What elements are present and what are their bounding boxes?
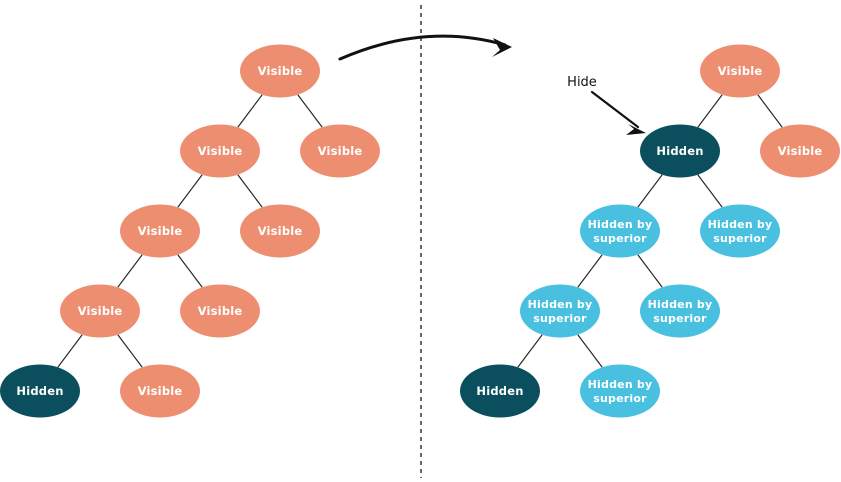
tree-edge [57, 334, 83, 368]
node-label: Hidden [16, 384, 63, 398]
node-label-line: Hidden by [648, 298, 713, 311]
tree-edge [637, 254, 663, 288]
node-ellipse[interactable] [700, 204, 780, 258]
transition-arrow-curve [338, 34, 507, 61]
node-ellipse[interactable] [180, 124, 260, 178]
node-label: Visible [318, 144, 363, 158]
tree-node-hidden[interactable]: Hidden [460, 364, 540, 418]
node-ellipse[interactable] [240, 44, 320, 98]
node-label-line: Hidden by [708, 218, 773, 231]
node-ellipse[interactable] [180, 284, 260, 338]
tree-node-visible[interactable]: Visible [240, 44, 320, 98]
transition-arrow-head [492, 38, 512, 57]
tree-edge [577, 254, 603, 288]
hide-annotation: Hide [567, 75, 646, 135]
tree-edge [237, 94, 263, 128]
node-label: Visible [258, 64, 303, 78]
transition-arrow [338, 34, 512, 61]
node-ellipse[interactable] [640, 284, 720, 338]
tree-edge [237, 174, 263, 208]
tree-edge [757, 94, 783, 128]
node-ellipse[interactable] [760, 124, 840, 178]
tree-edge [297, 94, 323, 128]
tree-edge [577, 334, 603, 368]
node-label: Hidden [476, 384, 523, 398]
tree-node-visible[interactable]: Visible [120, 204, 200, 258]
node-label-line: Hidden by [588, 378, 653, 391]
node-label: Visible [198, 304, 243, 318]
tree-edge [177, 254, 203, 288]
node-ellipse[interactable] [120, 364, 200, 418]
node-ellipse[interactable] [460, 364, 540, 418]
node-label: Visible [198, 144, 243, 158]
tree-edge [177, 174, 203, 208]
node-ellipse[interactable] [580, 364, 660, 418]
tree-node-hidden[interactable]: Hidden [640, 124, 720, 178]
tree-edge [117, 254, 143, 288]
tree-edge [697, 94, 723, 128]
tree-node-visible[interactable]: Visible [120, 364, 200, 418]
node-label: Visible [138, 384, 183, 398]
node-ellipse[interactable] [300, 124, 380, 178]
node-ellipse[interactable] [240, 204, 320, 258]
hide-arrow-line [590, 90, 640, 129]
tree-node-visible[interactable]: Visible [60, 284, 140, 338]
node-label: Visible [258, 224, 303, 238]
node-ellipse[interactable] [0, 364, 80, 418]
tree-node-hidden[interactable]: Hidden [0, 364, 80, 418]
node-label-line: superior [653, 312, 707, 325]
node-label-line: superior [593, 232, 647, 245]
tree-node-visible[interactable]: Visible [240, 204, 320, 258]
node-ellipse[interactable] [520, 284, 600, 338]
node-label-line: Hidden by [588, 218, 653, 231]
tree-node-visible[interactable]: Visible [180, 124, 260, 178]
tree-edge [697, 174, 723, 208]
tree-node-visible[interactable]: Visible [180, 284, 260, 338]
tree-edge [517, 334, 543, 368]
tree-edge [117, 334, 143, 368]
tree-node-visible[interactable]: Visible [300, 124, 380, 178]
tree-node-visible[interactable]: Visible [760, 124, 840, 178]
node-ellipse[interactable] [700, 44, 780, 98]
hide-arrow-head [626, 124, 646, 135]
node-label-line: superior [713, 232, 767, 245]
tree-edge [637, 174, 663, 208]
left-tree-edges [57, 94, 323, 368]
node-ellipse[interactable] [120, 204, 200, 258]
tree-node-visible[interactable]: Visible [700, 44, 780, 98]
node-label-line: superior [593, 392, 647, 405]
node-label: Visible [718, 64, 763, 78]
node-label: Visible [778, 144, 823, 158]
node-ellipse[interactable] [580, 204, 660, 258]
node-ellipse[interactable] [640, 124, 720, 178]
node-label-line: superior [533, 312, 587, 325]
node-ellipse[interactable] [60, 284, 140, 338]
node-label: Hidden [656, 144, 703, 158]
node-label-line: Hidden by [528, 298, 593, 311]
node-label: Visible [78, 304, 123, 318]
right-tree-edges [517, 94, 783, 368]
node-label: Visible [138, 224, 183, 238]
hide-label: Hide [567, 75, 597, 90]
